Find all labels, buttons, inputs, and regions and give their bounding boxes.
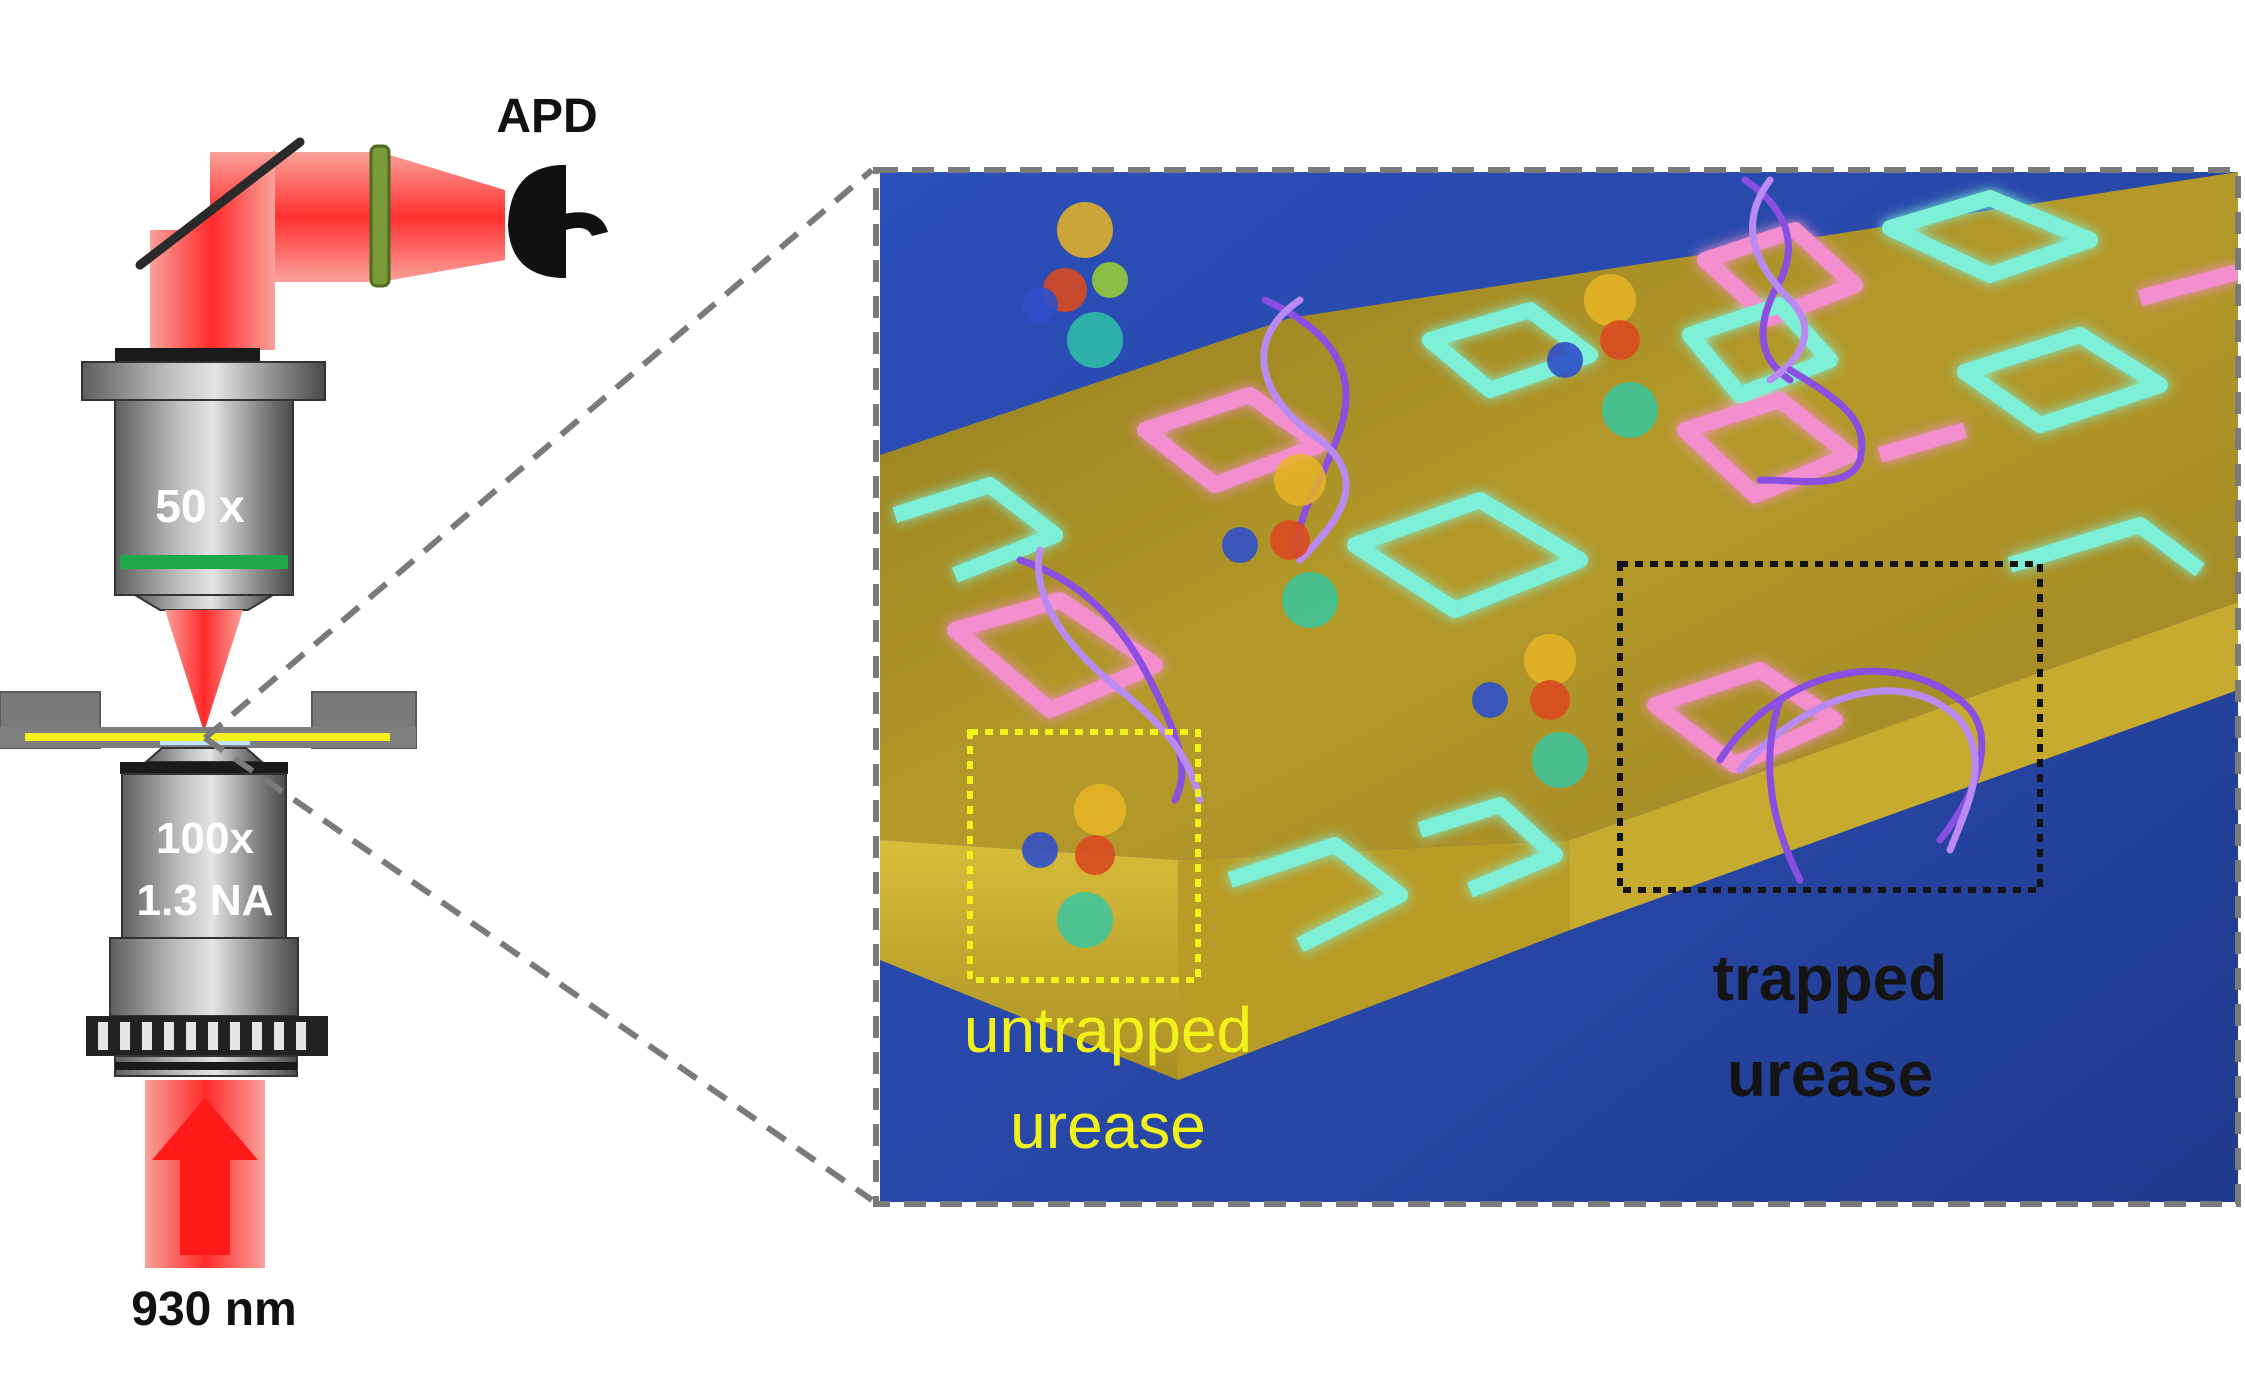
- apd-label: APD: [496, 90, 597, 143]
- objective-50x: 50 x: [81, 348, 326, 611]
- resonator-array: [892, 190, 2238, 953]
- objective-100x-mag-label: 100x: [156, 814, 254, 863]
- gold-slab-front: [1178, 840, 1570, 1080]
- urease-proteins: [1022, 202, 1658, 948]
- dna-helices: [1016, 176, 1986, 884]
- beam-to-apd: [210, 152, 505, 282]
- mirror-icon: [135, 137, 305, 270]
- nanostructure-panel: untrapped urease trapped urease: [873, 167, 2241, 1207]
- arrow-up-icon: [152, 1098, 258, 1255]
- urease-protein: [1222, 454, 1338, 628]
- apd-detector-icon: [508, 165, 608, 278]
- trapped-label-line1: trapped: [1713, 942, 1948, 1014]
- untrapped-label-line2: urease: [1010, 1090, 1206, 1162]
- wavelength-label: 930 nm: [131, 1283, 296, 1336]
- trapped-label-line2: urease: [1727, 1038, 1933, 1110]
- objective-100x-na-label: 1.3 NA: [137, 876, 274, 925]
- objective-100x: 100x 1.3 NA: [86, 747, 328, 1077]
- objective-50x-label: 50 x: [155, 480, 245, 532]
- gold-slab-side-right: [1570, 602, 2238, 930]
- beam-at-mirror: [150, 150, 275, 350]
- urease-protein: [1022, 784, 1126, 948]
- lens-icon: [369, 144, 391, 288]
- optical-setup: APD 50 x: [0, 90, 608, 1336]
- beam-focus-cone: [165, 610, 243, 732]
- panel-frame: [873, 167, 2241, 1207]
- urease-protein: [1022, 202, 1128, 368]
- knurled-ring: [86, 1016, 328, 1056]
- trapped-region-box: [1617, 561, 2043, 893]
- zoom-lines: [203, 167, 874, 1203]
- urease-protein: [1472, 634, 1588, 788]
- untrapped-region-box: [967, 729, 1201, 983]
- urease-protein: [1547, 274, 1658, 438]
- untrapped-label-line1: untrapped: [964, 994, 1252, 1066]
